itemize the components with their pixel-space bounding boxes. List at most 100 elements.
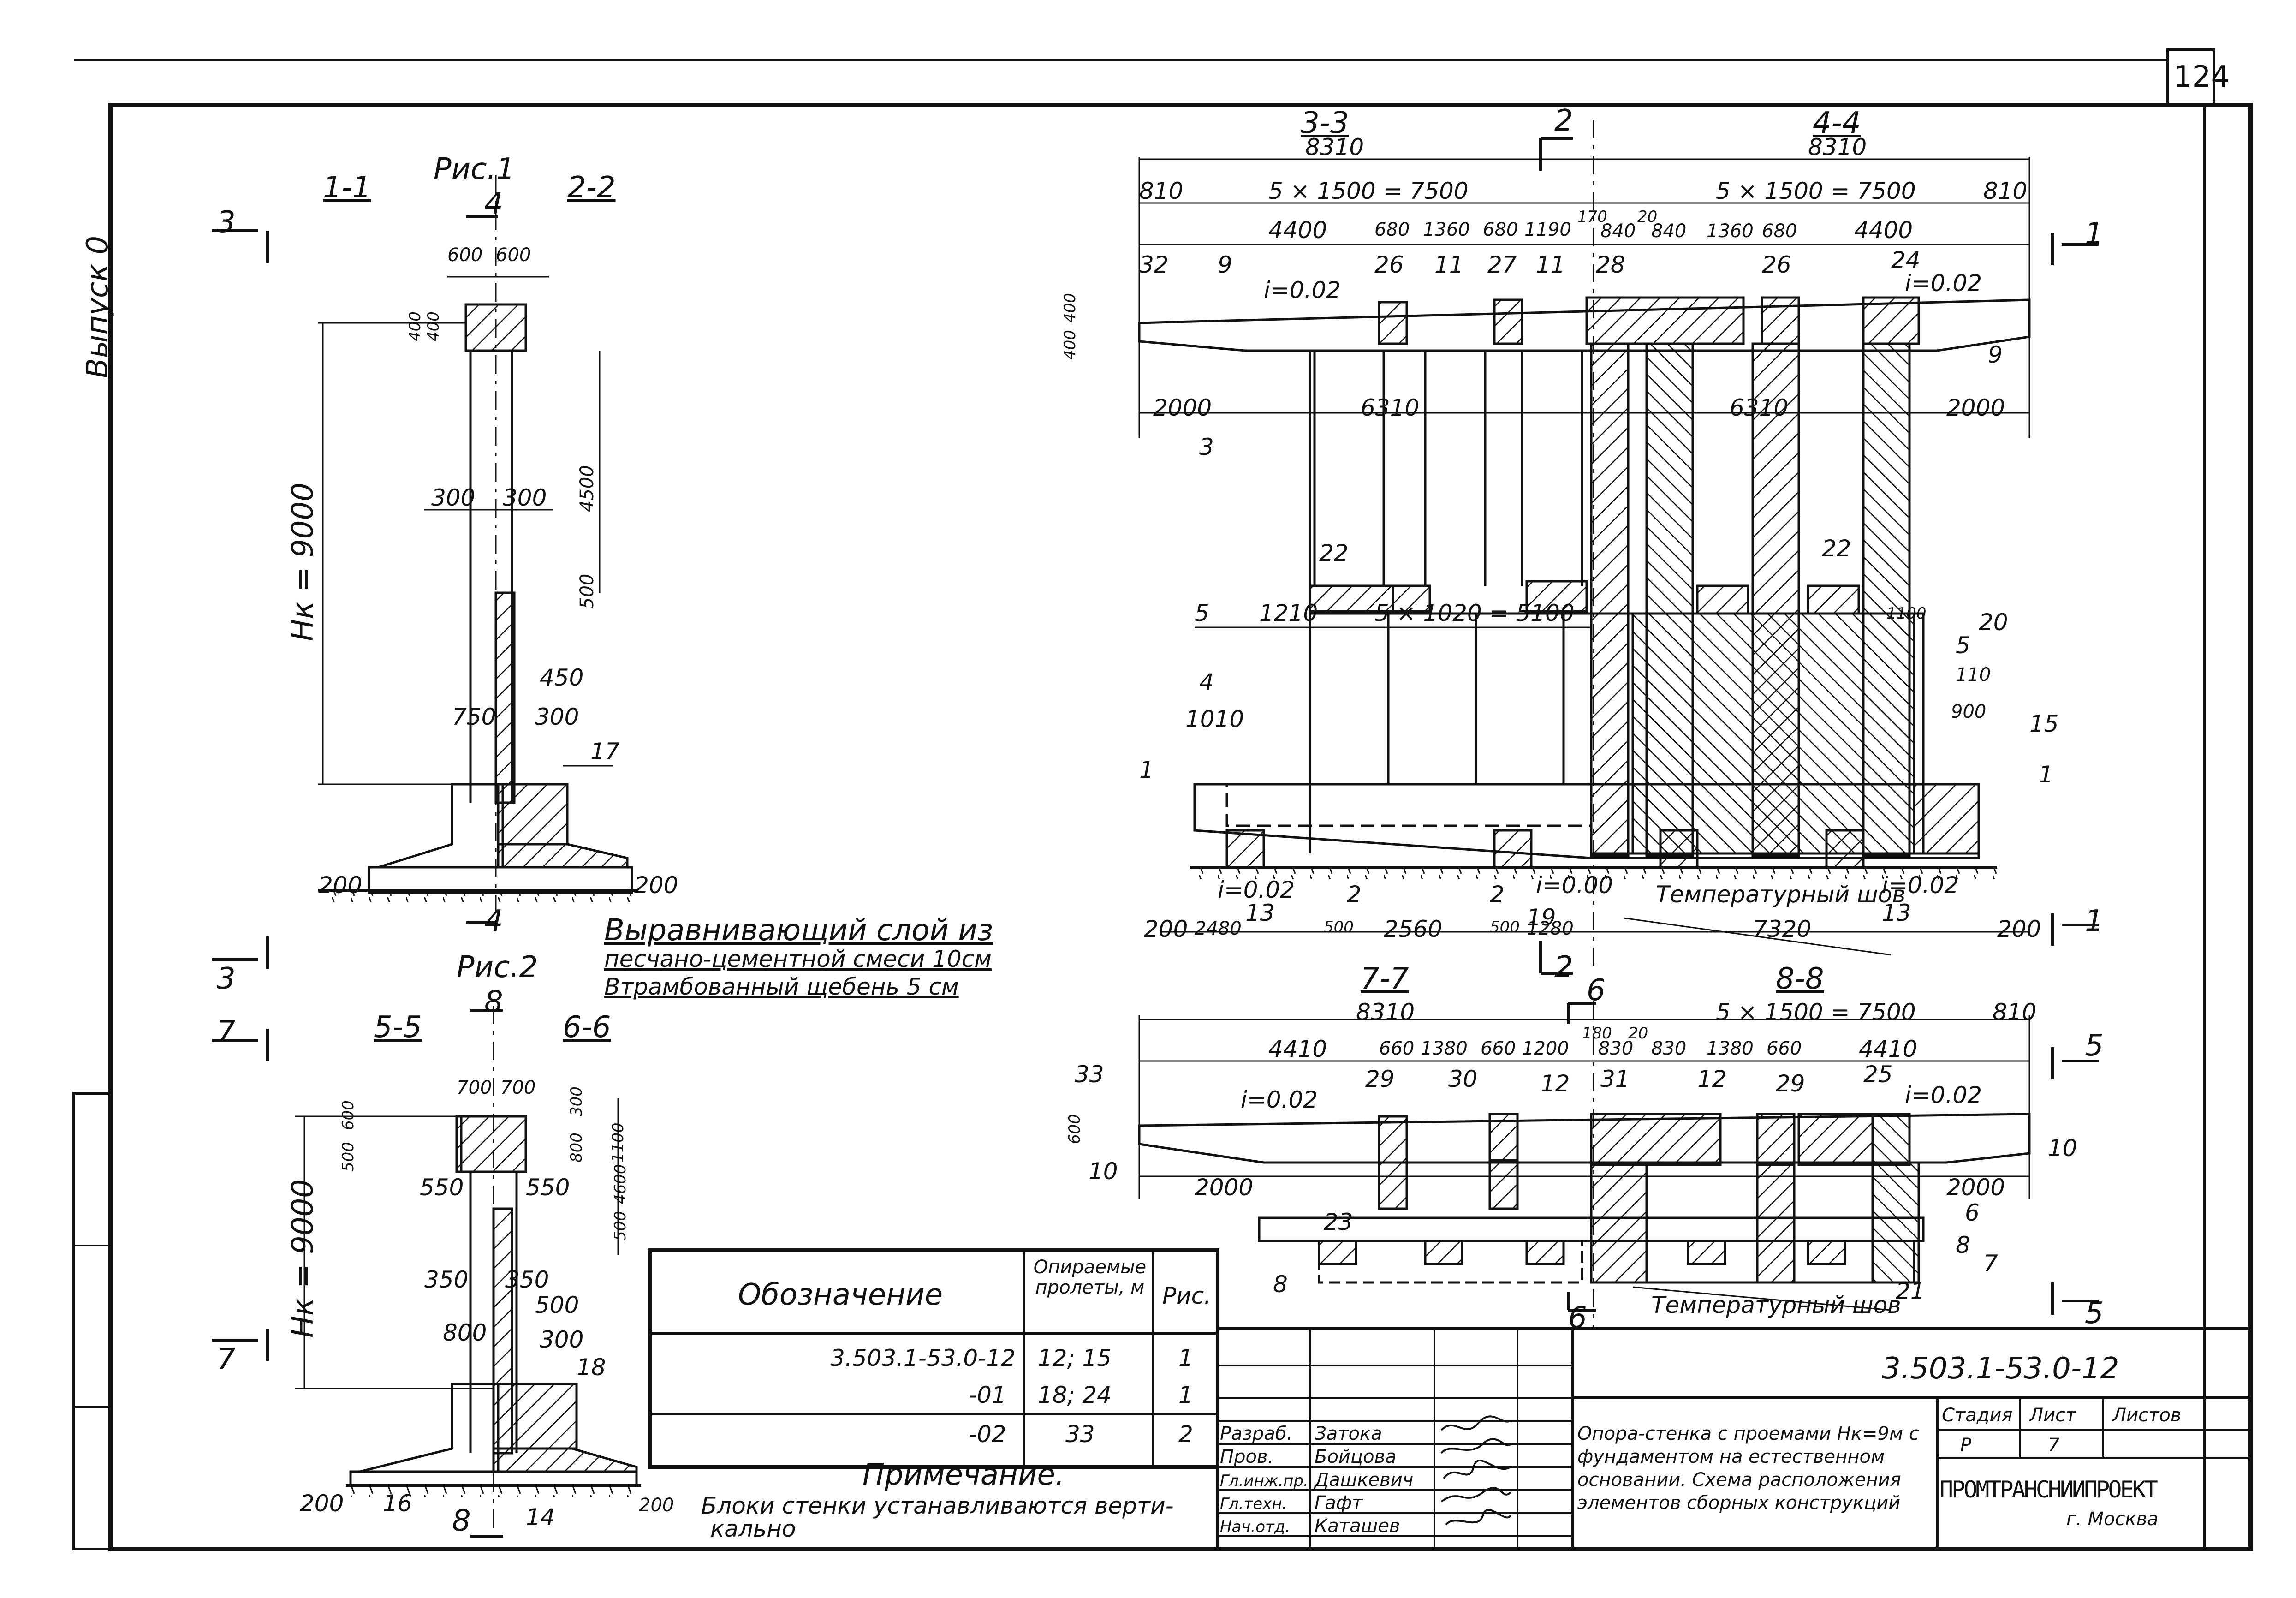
section-8-8-dim-20: 20: [1628, 1024, 1648, 1043]
fig1-mark-3-top: 3: [217, 205, 236, 239]
title-block-signatures: [1440, 1415, 1511, 1526]
section-3-3-dim-4400: 4400: [1268, 217, 1327, 244]
section-4-4-dim-900: 900: [1951, 701, 1987, 722]
section-7-7-8-8-drawing: [1138, 1001, 2099, 1329]
section-4-4-callout-9: 9: [1988, 341, 2003, 368]
section-7-7-dim-4410: 4410: [1268, 1036, 1327, 1062]
section-8-8-dim-4410: 4410: [1859, 1036, 1918, 1062]
title-block-city: г. Москва: [2066, 1509, 2159, 1530]
fig1-mark-4-bottom: 4: [484, 904, 503, 938]
figure-2-drawing: [212, 1006, 641, 1538]
fig2-mark-8-top: 8: [484, 985, 503, 1019]
table-header-fig: Рис.: [1162, 1282, 1212, 1309]
section-8-8-dim-660: 660: [1767, 1038, 1802, 1059]
section-3-3-dim-810: 810: [1139, 178, 1184, 204]
section-4-4-callout-28: 28: [1596, 251, 1625, 278]
section-8-8-dim-7500: 5 × 1500 = 7500: [1716, 999, 1916, 1026]
foundation-note-line2: песчано-цементной смеси 10см: [604, 946, 992, 972]
fig2-callout-16: 16: [383, 1490, 412, 1517]
section-3-3-callout-2b: 2: [1490, 881, 1505, 908]
section-4-4-callout-13: 13: [1882, 900, 1911, 926]
section-3-3-dim-500b: 500: [1490, 918, 1520, 936]
section-3-3-callout-19: 19: [1527, 904, 1556, 931]
title-block-sheet-label: Лист: [2029, 1405, 2076, 1426]
section-7-7-dim-2000: 2000: [1195, 1174, 1254, 1201]
designation-table-frame: [648, 1248, 1219, 1469]
section-3-3-callout-9: 9: [1218, 251, 1232, 278]
section-8-8-temp-joint: Температурный шов: [1651, 1292, 1901, 1318]
fig2-dim-600: 600: [339, 1100, 357, 1130]
section-4-4-dim-680: 680: [1762, 221, 1797, 242]
title-block-sheet: 7: [2048, 1435, 2060, 1456]
table-header-designation: Обозначение: [738, 1278, 943, 1312]
section-4-4-dim-20: 20: [1637, 208, 1658, 226]
section-4-4-dim-1100: 1100: [1886, 604, 1927, 623]
fig2-title: Рис.2: [457, 950, 538, 984]
section-7-7-callout-30: 30: [1448, 1066, 1478, 1092]
section-4-4-callout-20: 20: [1979, 609, 2008, 636]
fig2-dim-200r: 200: [639, 1495, 674, 1516]
section-8-8-dim-810: 810: [1993, 999, 2037, 1026]
section-7-7-dim-1380: 1380: [1421, 1038, 1468, 1059]
section-8-8-mark-5-bottom: 5: [2085, 1296, 2104, 1330]
section-4-4-callout-5: 5: [1956, 632, 1970, 659]
section-3-3-slope-bottom: i=0.02: [1218, 877, 1295, 903]
section-3-3-mark-2-bottom: 2: [1554, 950, 1573, 984]
foundation-note-line3: Втрамбованный щебень 5 см: [604, 973, 959, 1000]
section-3-3-label: 3-3: [1301, 106, 1349, 140]
section-8-8-callout-12: 12: [1697, 1066, 1727, 1092]
fig2-section-6-6: 6-6: [563, 1010, 611, 1044]
section-7-7-mark-6-bottom: 6: [1568, 1301, 1587, 1335]
section-3-3-callout-13: 13: [1245, 900, 1275, 926]
section-3-3-callout-11b: 11: [1536, 251, 1565, 278]
fig1-dim-400b: 400: [424, 311, 443, 341]
fig1-mark-4-top: 4: [484, 187, 503, 221]
section-3-3-slope: i=0.02: [1264, 277, 1341, 304]
title-block-org: ПРОМТРАНСНИИПРОЕКТ: [1939, 1476, 2158, 1503]
fig2-dim-500: 500: [339, 1142, 357, 1172]
section-3-3-callout-3: 3: [1199, 434, 1214, 460]
fig1-dim-300a: 300: [431, 484, 476, 511]
fig1-section-2-2: 2-2: [567, 171, 616, 205]
fig2-dim-1100: 1100: [609, 1122, 627, 1163]
section-7-7-dim-600: 600: [1065, 1114, 1084, 1144]
note-text-1: Блоки стенки устанавливаются верти-: [701, 1492, 1174, 1519]
section-3-3-dim-2000: 2000: [1153, 394, 1212, 421]
title-block-stage-label: Стадия: [1942, 1405, 2013, 1426]
title-block-stage: Р: [1960, 1435, 1972, 1456]
section-8-8-dim-830b: 830: [1651, 1038, 1687, 1059]
fig1-dim-500: 500: [577, 573, 598, 609]
fig2-dim-500v: 500: [611, 1211, 630, 1241]
fig1-dim-600b: 600: [496, 244, 531, 266]
section-3-3-callout-26: 26: [1374, 251, 1404, 278]
fig2-dim-800h: 800: [443, 1319, 487, 1346]
section-3-3-dim-1210: 1210: [1259, 600, 1318, 626]
section-8-8-mark-5-top: 5: [2085, 1029, 2104, 1063]
issue-label: Выпуск 0: [81, 235, 115, 378]
fig2-dim-500h: 500: [535, 1292, 579, 1318]
section-4-4-dim-6310: 6310: [1730, 394, 1789, 421]
section-7-7-callout-10: 10: [1089, 1158, 1118, 1185]
title-block-desc-4: элементов сборных конструкций: [1577, 1492, 1901, 1514]
fig2-callout-14: 14: [526, 1504, 555, 1531]
fig2-dim-700a: 700: [457, 1077, 492, 1098]
section-3-3-callout-4: 4: [1199, 669, 1214, 696]
section-3-3-dim-1190: 1190: [1524, 219, 1571, 240]
title-block-doc-code: 3.503.1-53.0-12: [1882, 1352, 2119, 1386]
section-4-4-callout-24: 24: [1891, 247, 1921, 274]
title-block-role-1: Разраб.: [1220, 1423, 1293, 1444]
section-7-7-dim-660b: 660: [1481, 1038, 1516, 1059]
section-7-7-callout-23: 23: [1324, 1209, 1353, 1235]
section-4-4-dim-4400: 4400: [1854, 217, 1913, 244]
title-block-name-5: Каташев: [1315, 1515, 1400, 1537]
section-3-3-dim-400a: 400: [1061, 293, 1079, 323]
section-8-8-callout-10: 10: [2048, 1135, 2077, 1162]
section-7-7-callout-33: 33: [1075, 1061, 1104, 1088]
title-block-role-2: Пров.: [1220, 1446, 1274, 1467]
section-3-3-dim-2560: 2560: [1384, 916, 1443, 942]
section-3-3-total: 8310: [1305, 134, 1364, 161]
section-4-4-total: 8310: [1808, 134, 1867, 161]
title-block-sheets-label: Листов: [2112, 1405, 2182, 1426]
section-4-4-dim-170: 170: [1577, 208, 1607, 226]
